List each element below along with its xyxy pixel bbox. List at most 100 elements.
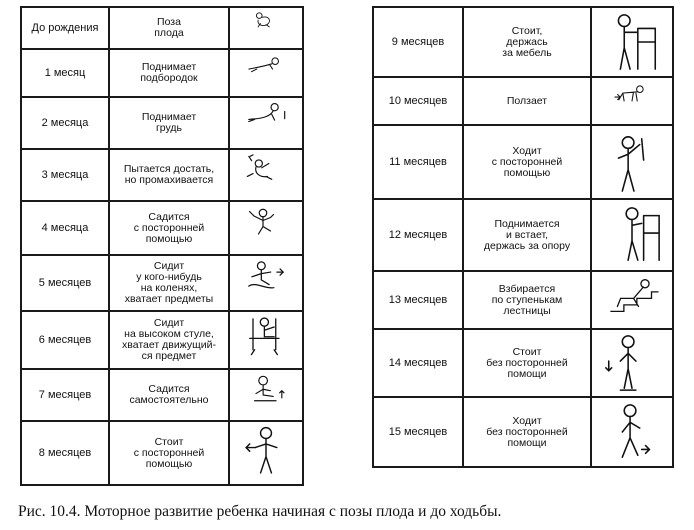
age-cell: 12 месяцев [372, 198, 464, 272]
description-line: и встает, [505, 228, 549, 241]
walks-with-help-icon [617, 136, 645, 192]
description-line: ся предмет [141, 350, 197, 362]
illustration-cell [228, 148, 304, 202]
description-line: с посторонней [133, 221, 205, 234]
description-line: держась [506, 35, 548, 48]
illustration-cell [590, 198, 674, 272]
age-cell: 15 месяцев [372, 396, 464, 468]
illustration-cell [228, 200, 304, 256]
fetal-pose-icon [255, 12, 270, 28]
description-line: Сидит [153, 317, 185, 329]
milestone-description: Пытается достать,но промахивается [108, 148, 230, 202]
description-line: Стоит [512, 345, 542, 358]
description-line: лестницы [503, 304, 551, 317]
sits-on-lap-icon [248, 261, 285, 289]
description-line: самостоятельно [129, 394, 209, 406]
description-line: помощью [145, 232, 193, 245]
description-line: держась за опору [483, 239, 571, 252]
description-line: Стоит [154, 435, 184, 448]
illustration-cell [590, 6, 674, 78]
description-line: помощью [503, 166, 551, 179]
sits-with-help-icon [248, 208, 275, 235]
climbs-stairs-icon [610, 279, 659, 313]
description-line: подбородок [140, 72, 198, 84]
sits-alone-icon [253, 375, 285, 402]
description-line: помощи [507, 436, 547, 449]
description-line: по ступенькам [491, 293, 563, 306]
illustration-cell [228, 420, 304, 486]
age-cell: 3 месяца [20, 148, 110, 202]
description-line: Сидит [153, 260, 185, 272]
illustration-cell [228, 368, 304, 422]
description-line: Поднимает [141, 111, 197, 123]
age-cell: До рождения [20, 6, 110, 50]
illustration-cell [228, 310, 304, 370]
age-cell: 2 месяца [20, 96, 110, 150]
age-cell: 13 месяцев [372, 270, 464, 330]
description-line: Садится [148, 210, 190, 223]
description-line: Садится [148, 383, 190, 395]
description-line: Пытается достать, [123, 163, 215, 175]
illustration-cell [590, 124, 674, 200]
description-line: помощи [507, 367, 547, 380]
description-line: Поза [157, 16, 181, 28]
age-cell: 10 месяцев [372, 76, 464, 126]
illustration-cell [228, 6, 304, 50]
description-line: у кого-нибудь [136, 271, 202, 283]
description-line: плода [154, 27, 184, 39]
illustration-cell [590, 328, 674, 398]
stands-alone-icon [605, 335, 637, 391]
description-line: Ходит [512, 414, 542, 427]
age-cell: 5 месяцев [20, 254, 110, 312]
illustration-cell [228, 254, 304, 312]
description-line: Поднимается [494, 217, 560, 230]
description-line: без посторонней [486, 356, 568, 369]
description-line: Ходит [512, 144, 542, 157]
description-line: на коленях, [140, 282, 198, 294]
description-line: грудь [155, 122, 183, 134]
figure-caption: Рис. 10.4. Моторное развитие ребенка нач… [18, 503, 502, 520]
reaching-icon [246, 154, 273, 180]
age-cell: 9 месяцев [372, 6, 464, 78]
pulls-to-stand-icon [625, 207, 660, 261]
description-line: на высоком стуле, [124, 328, 214, 340]
illustration-cell [590, 396, 674, 468]
holds-furniture-icon [617, 14, 657, 70]
illustration-cell [228, 96, 304, 150]
description-line: Ползает [506, 94, 548, 107]
illustration-cell [590, 270, 674, 330]
description-line: Стоит, [511, 24, 543, 37]
illustration-cell [590, 76, 674, 126]
description-line: хватает предметы [124, 293, 214, 305]
age-cell: 1 месяц [20, 48, 110, 98]
age-cell: 7 месяцев [20, 368, 110, 422]
description-line: хватает движущий- [122, 339, 216, 351]
